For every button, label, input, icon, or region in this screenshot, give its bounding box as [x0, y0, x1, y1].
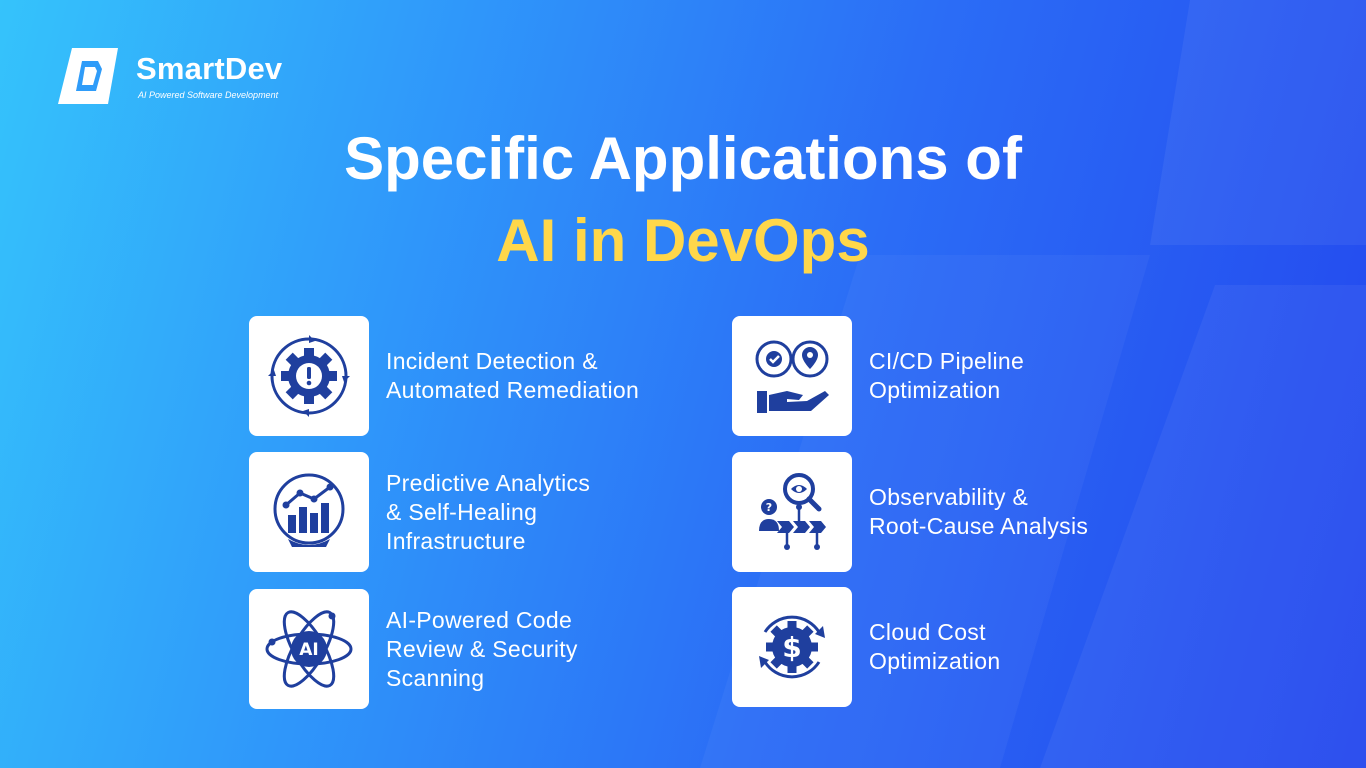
- icon-tile: $: [732, 587, 852, 707]
- icon-tile: [249, 452, 369, 572]
- application-card-code-review: AI AI-Powered Code Review & Security Sca…: [249, 589, 578, 709]
- hand-pipeline-icon: [755, 340, 829, 413]
- gear-alert-icon: [268, 335, 350, 417]
- application-label: Cloud Cost Optimization: [869, 619, 1001, 674]
- icon-tile: [249, 316, 369, 436]
- application-card-incident-detection: Incident Detection & Automated Remediati…: [249, 316, 639, 436]
- smartdev-logo-icon: [58, 48, 118, 104]
- icon-tile: [732, 316, 852, 436]
- icon-tile: ?: [732, 452, 852, 572]
- page-title-line-2: AI in DevOps: [496, 207, 870, 274]
- icon-tile: AI: [249, 589, 369, 709]
- svg-text:$: $: [782, 631, 801, 664]
- magnifier-flow-icon: ?: [759, 473, 826, 550]
- application-label: AI-Powered Code Review & Security Scanni…: [386, 606, 578, 691]
- page-title-line-1: Specific Applications of: [344, 125, 1022, 192]
- application-label: Predictive Analytics & Self-Healing Infr…: [386, 469, 591, 554]
- brand-logo: SmartDev AI Powered Software Development: [58, 48, 282, 104]
- application-card-cloud-cost: $ Cloud Cost Optimization: [732, 587, 1000, 707]
- application-label: Incident Detection & Automated Remediati…: [386, 348, 640, 403]
- application-card-observability: ? Observability & Root-Cause Analysis: [732, 452, 1088, 572]
- application-label: Observability & Root-Cause Analysis: [869, 484, 1089, 539]
- ai-atom-icon: AI: [265, 610, 353, 688]
- chart-globe-icon: [273, 473, 345, 547]
- svg-text:AI: AI: [299, 640, 318, 660]
- svg-text:?: ?: [766, 501, 772, 514]
- brand-name: SmartDev: [136, 51, 283, 86]
- application-label: CI/CD Pipeline Optimization: [869, 348, 1025, 403]
- application-card-cicd-pipeline: CI/CD Pipeline Optimization: [732, 316, 1024, 436]
- dollar-gear-icon: $: [759, 615, 825, 679]
- application-card-predictive-analytics: Predictive Analytics & Self-Healing Infr…: [249, 452, 590, 572]
- brand-tagline: AI Powered Software Development: [138, 90, 279, 100]
